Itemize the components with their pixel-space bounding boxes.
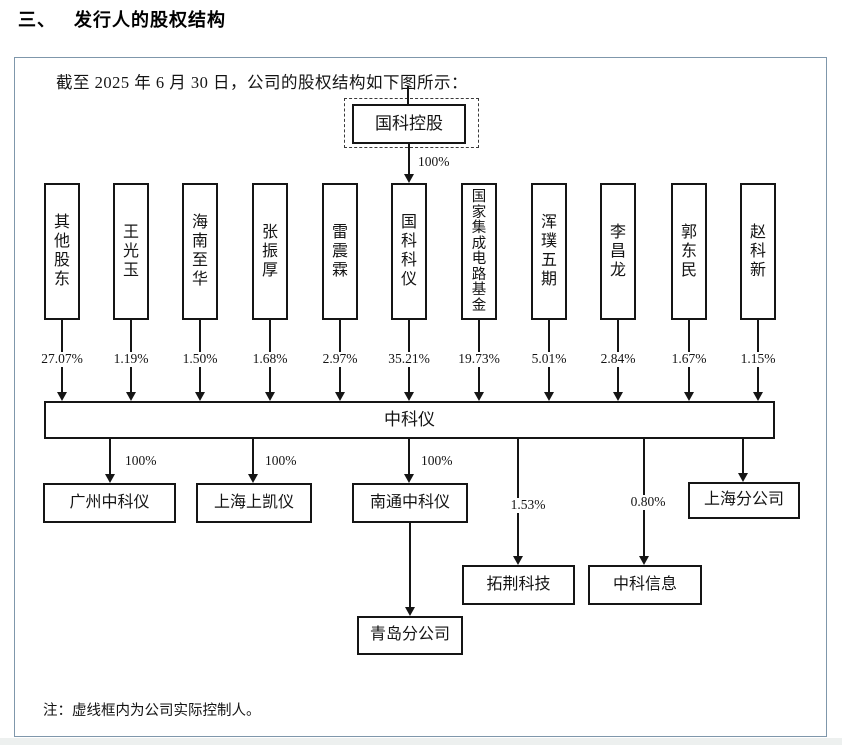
shareholder-percent-label-2: 1.19% [111, 351, 151, 367]
ownership-arrow-head-4 [513, 556, 523, 565]
shareholder-percent-label-1: 27.07% [39, 351, 85, 367]
qingdao-connector-line [409, 523, 411, 607]
ownership-percent-label-5: 0.80% [628, 494, 668, 510]
shareholder-box-3: 海南至华 [182, 183, 218, 320]
ownership-arrow-head-2 [248, 474, 258, 483]
shareholder-arrow-head-1 [57, 392, 67, 401]
shareholder-percent-label-5: 2.97% [320, 351, 360, 367]
shareholder-box-2: 王光玉 [113, 183, 149, 320]
ownership-line-3 [408, 437, 410, 474]
ownership-line-2 [252, 437, 254, 474]
qingdao-arrow-head [405, 607, 415, 616]
shareholder-arrow-head-10 [684, 392, 694, 401]
ownership-percent-label-4: 1.53% [508, 497, 548, 513]
shareholder-arrow-head-4 [265, 392, 275, 401]
holding-box-2: 上海上凯仪 [196, 483, 312, 523]
shareholder-box-11: 赵科新 [740, 183, 776, 320]
holding-box-1: 广州中科仪 [43, 483, 176, 523]
controller-box: 国科控股 [352, 104, 466, 144]
section-heading: 三、 发行人的股权结构 [18, 6, 226, 32]
shareholder-percent-label-9: 2.84% [598, 351, 638, 367]
shareholder-box-4: 张振厚 [252, 183, 288, 320]
footnote-text: 注：虚线框内为公司实际控制人。 [43, 703, 261, 719]
controller-connector-line [408, 144, 410, 174]
shareholder-percent-label-6: 35.21% [386, 351, 432, 367]
shareholder-arrow-head-3 [195, 392, 205, 401]
controller-percent-label: 100% [416, 154, 452, 170]
shareholder-box-10: 郭东民 [671, 183, 707, 320]
intro-text: 截至 2025 年 6 月 30 日，公司的股权结构如下图所示： [56, 73, 468, 92]
shareholder-box-7: 国家集成电路基金 [461, 183, 497, 320]
qingdao-branch-box: 青岛分公司 [357, 616, 463, 655]
section-title: 发行人的股权结构 [74, 10, 226, 30]
shareholder-arrow-head-7 [474, 392, 484, 401]
ownership-percent-label-2: 100% [263, 453, 299, 469]
controller-arrow-head [404, 174, 414, 183]
shareholder-arrow-head-5 [335, 392, 345, 401]
ownership-line-6 [742, 437, 744, 473]
shareholder-percent-label-11: 1.15% [738, 351, 778, 367]
ownership-line-1 [109, 437, 111, 474]
ownership-arrow-head-5 [639, 556, 649, 565]
ownership-arrow-head-1 [105, 474, 115, 483]
holding-box-6: 上海分公司 [688, 482, 800, 519]
shareholder-box-5: 雷震霖 [322, 183, 358, 320]
ownership-percent-label-1: 100% [123, 453, 159, 469]
shareholder-arrow-head-6 [404, 392, 414, 401]
ownership-percent-label-3: 100% [419, 453, 455, 469]
holding-box-5: 中科信息 [588, 565, 702, 605]
parent-company-box: 中科仪 [44, 401, 775, 439]
shareholder-percent-label-10: 1.67% [669, 351, 709, 367]
shareholder-arrow-head-11 [753, 392, 763, 401]
controller-top-stub-line [407, 86, 409, 104]
controller-dashed-frame [344, 98, 479, 148]
shareholder-percent-label-8: 5.01% [529, 351, 569, 367]
shareholder-arrow-head-9 [613, 392, 623, 401]
shareholder-arrow-head-2 [126, 392, 136, 401]
holding-box-4: 拓荆科技 [462, 565, 575, 605]
ownership-line-4 [517, 437, 519, 556]
ownership-arrow-head-6 [738, 473, 748, 482]
shareholder-percent-label-7: 19.73% [456, 351, 502, 367]
shareholder-box-6: 国科科仪 [391, 183, 427, 320]
holding-box-3: 南通中科仪 [352, 483, 468, 523]
shareholder-percent-label-3: 1.50% [180, 351, 220, 367]
shareholder-box-1: 其他股东 [44, 183, 80, 320]
ownership-arrow-head-3 [404, 474, 414, 483]
shareholder-box-9: 李昌龙 [600, 183, 636, 320]
shareholder-arrow-head-8 [544, 392, 554, 401]
shareholder-percent-label-4: 1.68% [250, 351, 290, 367]
shareholder-box-8: 浑璞五期 [531, 183, 567, 320]
page-bottom-strip [0, 738, 842, 745]
section-number: 三、 [18, 10, 56, 30]
